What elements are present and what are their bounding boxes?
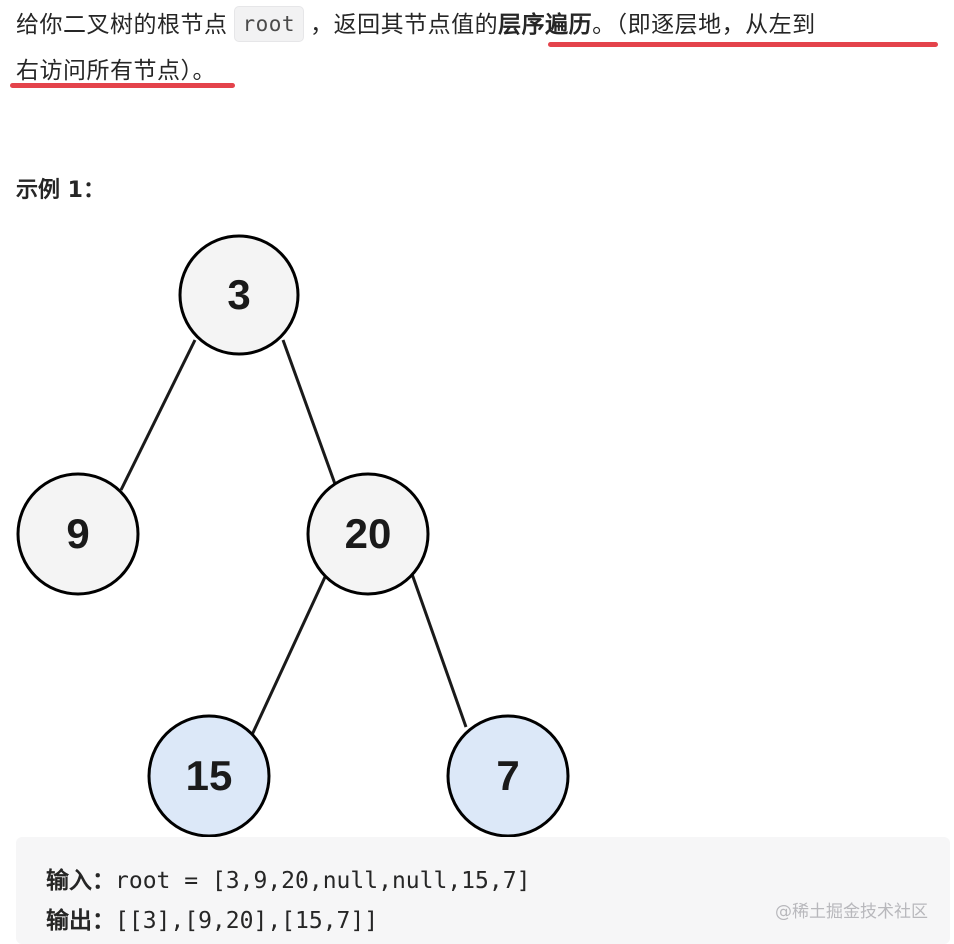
edge-3-20: [281, 339, 337, 485]
tree-node-value: 20: [345, 510, 392, 557]
tree-node-15: 15: [147, 714, 271, 838]
description-text-suffix: 。（即逐层地，从左到: [592, 12, 816, 38]
tree-node-20: 20: [306, 472, 430, 596]
tree-node-3: 3: [178, 234, 300, 356]
edge-20-7: [410, 573, 468, 728]
edge-20-15: [249, 576, 327, 738]
description-text-mid: ，返回其节点值的: [310, 12, 499, 38]
red-underline-2: [10, 83, 235, 88]
tree-node-7: 7: [446, 714, 570, 838]
input-value: root = [3,9,20,null,null,15,7]: [115, 868, 531, 894]
edge-3-9: [119, 339, 197, 491]
bold-term-level-order: 层序遍历: [498, 12, 593, 38]
red-underline-1: [548, 42, 938, 47]
description-line-2: 右访问所有节点）。: [16, 48, 942, 94]
description-text-prefix: 给你二叉树的根节点: [16, 12, 228, 38]
inline-code-root: root: [233, 6, 305, 42]
watermark: @稀土掘金技术社区: [775, 902, 928, 922]
example-title: 示例 1：: [16, 178, 105, 203]
tree-node-circle: [446, 714, 570, 838]
output-value: [[3],[9,20],[15,7]]: [115, 908, 379, 934]
tree-node-circle: [16, 472, 140, 596]
description-text-line2: 右访问所有节点）。: [16, 58, 216, 84]
example-code-block: 输入：root = [3,9,20,null,null,15,7] 输出：[[3…: [16, 837, 950, 944]
binary-tree-diagram: 3 9 20 15 7: [0, 220, 600, 840]
output-label: 输出：: [46, 908, 115, 934]
tree-node-value: 3: [227, 271, 250, 318]
tree-node-value: 15: [186, 752, 233, 799]
output-line: 输出：[[3],[9,20],[15,7]]: [46, 901, 378, 935]
tree-svg: 3 9 20 15 7: [16, 234, 570, 838]
input-label: 输入：: [46, 868, 115, 894]
input-line: 输入：root = [3,9,20,null,null,15,7]: [46, 861, 530, 895]
tree-node-value: 9: [66, 510, 89, 557]
tree-node-value: 7: [496, 752, 519, 799]
tree-node-circle: [147, 714, 271, 838]
tree-node-circle: [178, 234, 300, 356]
tree-node-9: 9: [16, 472, 140, 596]
tree-node-circle: [306, 472, 430, 596]
